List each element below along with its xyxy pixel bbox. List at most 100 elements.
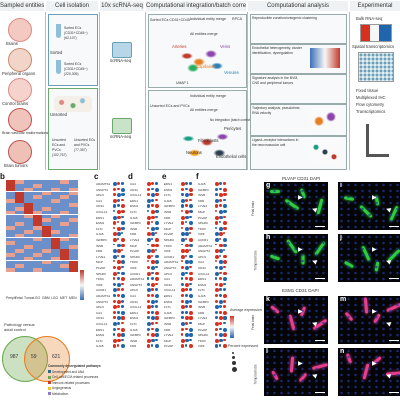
heatmap-cell [69, 249, 78, 253]
scale-bar [389, 340, 399, 341]
dotplot-dot [113, 204, 117, 208]
dotplot-dot [189, 266, 192, 269]
dotplot-dot [147, 316, 150, 320]
heatmap-cell [24, 206, 33, 211]
heatmap-cell [60, 187, 69, 192]
experimental-list-item: Multiplexed IHC [356, 95, 386, 100]
analysis-network-plot [310, 140, 340, 164]
dotplot-gene-label: KDR [198, 310, 205, 315]
dotplot-dot [121, 238, 126, 242]
heatmap-cell [24, 226, 33, 230]
dotplot-dot [215, 187, 218, 191]
heatmap-cell [33, 268, 42, 272]
heatmap-cell [6, 245, 15, 249]
dotplot-dot [147, 182, 151, 186]
dotplot-dot [185, 210, 190, 214]
dotplot-gene-label: CD34 [130, 187, 138, 192]
heatmap-cell [24, 199, 33, 203]
rpca-label: RPCA [232, 17, 242, 21]
dotplot-dot [121, 260, 126, 265]
micrograph-panel: ▶▶ [338, 234, 400, 282]
dotplot-gene-label: CXCL12 [130, 193, 142, 198]
analysis-item: Trajectory analysis, pseudotime, RNA vel… [252, 106, 301, 115]
heatmap-cell [33, 241, 42, 246]
dotplot-dot [185, 249, 189, 253]
panel-letter-j: j [340, 234, 342, 241]
heatmap-cell [15, 226, 24, 230]
dotplot-dot [117, 254, 120, 257]
heatmap-cell [24, 241, 33, 246]
dotplot-dot [219, 299, 224, 304]
scrnaseq-label: scRNA-seq [110, 58, 132, 63]
dotplot-dot [215, 282, 219, 287]
dotplot-dot [151, 316, 156, 321]
dotplot-dot [113, 271, 117, 276]
heatmap-cell [33, 222, 42, 226]
heatmap-cell [60, 249, 69, 253]
cluster-label-arteries: Arteries [172, 44, 187, 49]
dotplot-gene-label: ESM1 [130, 204, 139, 209]
heatmap-cell [15, 187, 24, 192]
venn-legend-swatch [48, 375, 51, 379]
arrowhead-icon: ▶ [298, 195, 303, 201]
scale-bar [389, 392, 399, 393]
dotplot-dot [155, 238, 160, 242]
dotplot-dot [215, 294, 218, 297]
heatmap-cell [24, 180, 33, 184]
dotplot-dot [151, 226, 155, 231]
heatmap-cell [51, 233, 60, 238]
experimental-bulk: Bulk RNA-seq [356, 16, 383, 21]
dotplot-dot [181, 198, 185, 203]
venn-legend-swatch [48, 381, 51, 384]
heatmap-cell [42, 241, 51, 246]
dotplot-dot [219, 266, 224, 270]
dotplot-dot [219, 204, 222, 207]
nuclei-signal [338, 296, 400, 344]
dotplot-gene-label: TFRC [130, 260, 138, 265]
dotplot-dot [185, 310, 188, 314]
heatmap-cell [51, 199, 60, 203]
dotplot-dot [121, 271, 125, 275]
dotplot-dot [223, 249, 226, 252]
dotplot-dot [219, 221, 222, 224]
dotplot-dot [223, 232, 226, 235]
entity-control-circle [8, 78, 32, 102]
heatmap-cell [15, 233, 24, 238]
dotplot-dot [223, 260, 228, 265]
dotplot-gene-label: IGFBP3 [164, 204, 175, 209]
dotplot-gene-label: CD34 [96, 316, 104, 321]
dotplot-dot [113, 249, 117, 253]
heatmap-cell [33, 237, 42, 242]
dotplot-dot [151, 204, 154, 207]
dotplot-gene-label: ACKR1 [164, 254, 175, 259]
sorted-ecs-1: Sorted ECs (CD31+CD45−) (62,107) [64, 26, 88, 40]
dotplot-dot [147, 305, 151, 310]
dotplot-dot [121, 338, 124, 341]
dotplot-dot [113, 327, 117, 331]
heatmap-cell [69, 233, 78, 238]
dotplot-dot [151, 288, 154, 292]
dotplot-dot [147, 277, 150, 280]
heatmap-cell [15, 199, 24, 203]
dotplot-gene-label: MGP [198, 210, 205, 214]
heatmap-cell [6, 195, 15, 200]
dotplot-dot [113, 333, 116, 336]
dotplot-dot [181, 282, 185, 287]
dotplot-dot [223, 187, 228, 192]
dotplot-dot [147, 327, 151, 331]
dotplot-dot [215, 243, 217, 246]
dotplot-gene-label: TFRC [198, 338, 206, 343]
heatmap-cell [15, 203, 24, 207]
dotplot-gene-label: KDR [96, 249, 103, 254]
dotplot-dot [219, 210, 224, 214]
dotplot-dot [181, 327, 185, 331]
heatmap-cell [6, 180, 15, 184]
dotplot-dot [113, 322, 117, 326]
dotplot-dot [189, 226, 194, 231]
dotplot-dot [223, 299, 227, 303]
heatmap-cell [15, 260, 24, 265]
dotplot-dot [151, 215, 155, 220]
stain-label-2: ESM1 CD31 DAPI [282, 288, 319, 293]
dotplot-gene-label: FLT1 [164, 305, 171, 310]
dotplot-dot [223, 333, 227, 337]
